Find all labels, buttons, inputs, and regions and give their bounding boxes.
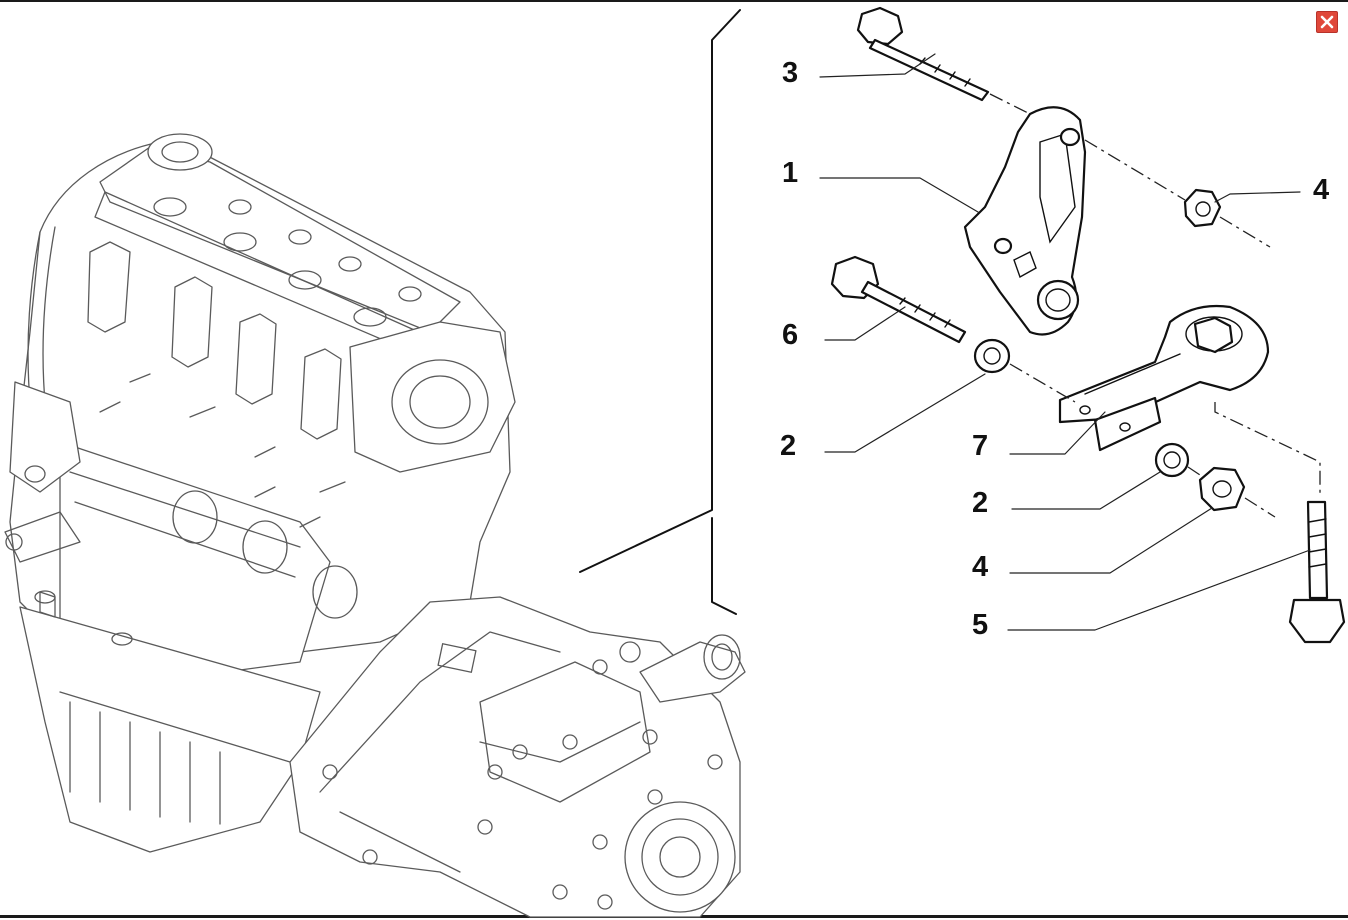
part-5-bolt — [1288, 500, 1346, 644]
part-3-bolt — [856, 6, 990, 102]
close-button[interactable] — [1316, 11, 1338, 33]
callout-labels: 3 1 4 6 2 7 2 4 5 — [780, 57, 1329, 641]
callout-6: 6 — [782, 319, 798, 351]
leader-lines — [819, 53, 1311, 631]
callout-5: 5 — [972, 609, 988, 641]
callout-3: 3 — [782, 57, 798, 89]
part-4-nut-lower — [1198, 466, 1246, 512]
callout-2-lower: 2 — [972, 487, 988, 519]
callout-2-upper: 2 — [780, 430, 796, 462]
part-2-washer-upper — [973, 338, 1011, 374]
assembly-axes — [989, 93, 1321, 518]
part-2-washer-lower — [1154, 442, 1190, 478]
callout-1: 1 — [782, 157, 798, 189]
part-6-bolt — [830, 255, 967, 344]
callout-4-lower: 4 — [972, 551, 988, 583]
part-4-nut-upper — [1183, 188, 1222, 228]
close-icon — [1320, 15, 1334, 29]
part-1-engine-mount-bracket — [963, 106, 1087, 336]
callout-7: 7 — [972, 430, 988, 462]
callout-4-upper: 4 — [1313, 174, 1329, 206]
detail-callout-frame — [579, 9, 741, 615]
part-7-torque-rod — [1058, 304, 1270, 452]
engine-assembly-drawing — [4, 133, 746, 918]
